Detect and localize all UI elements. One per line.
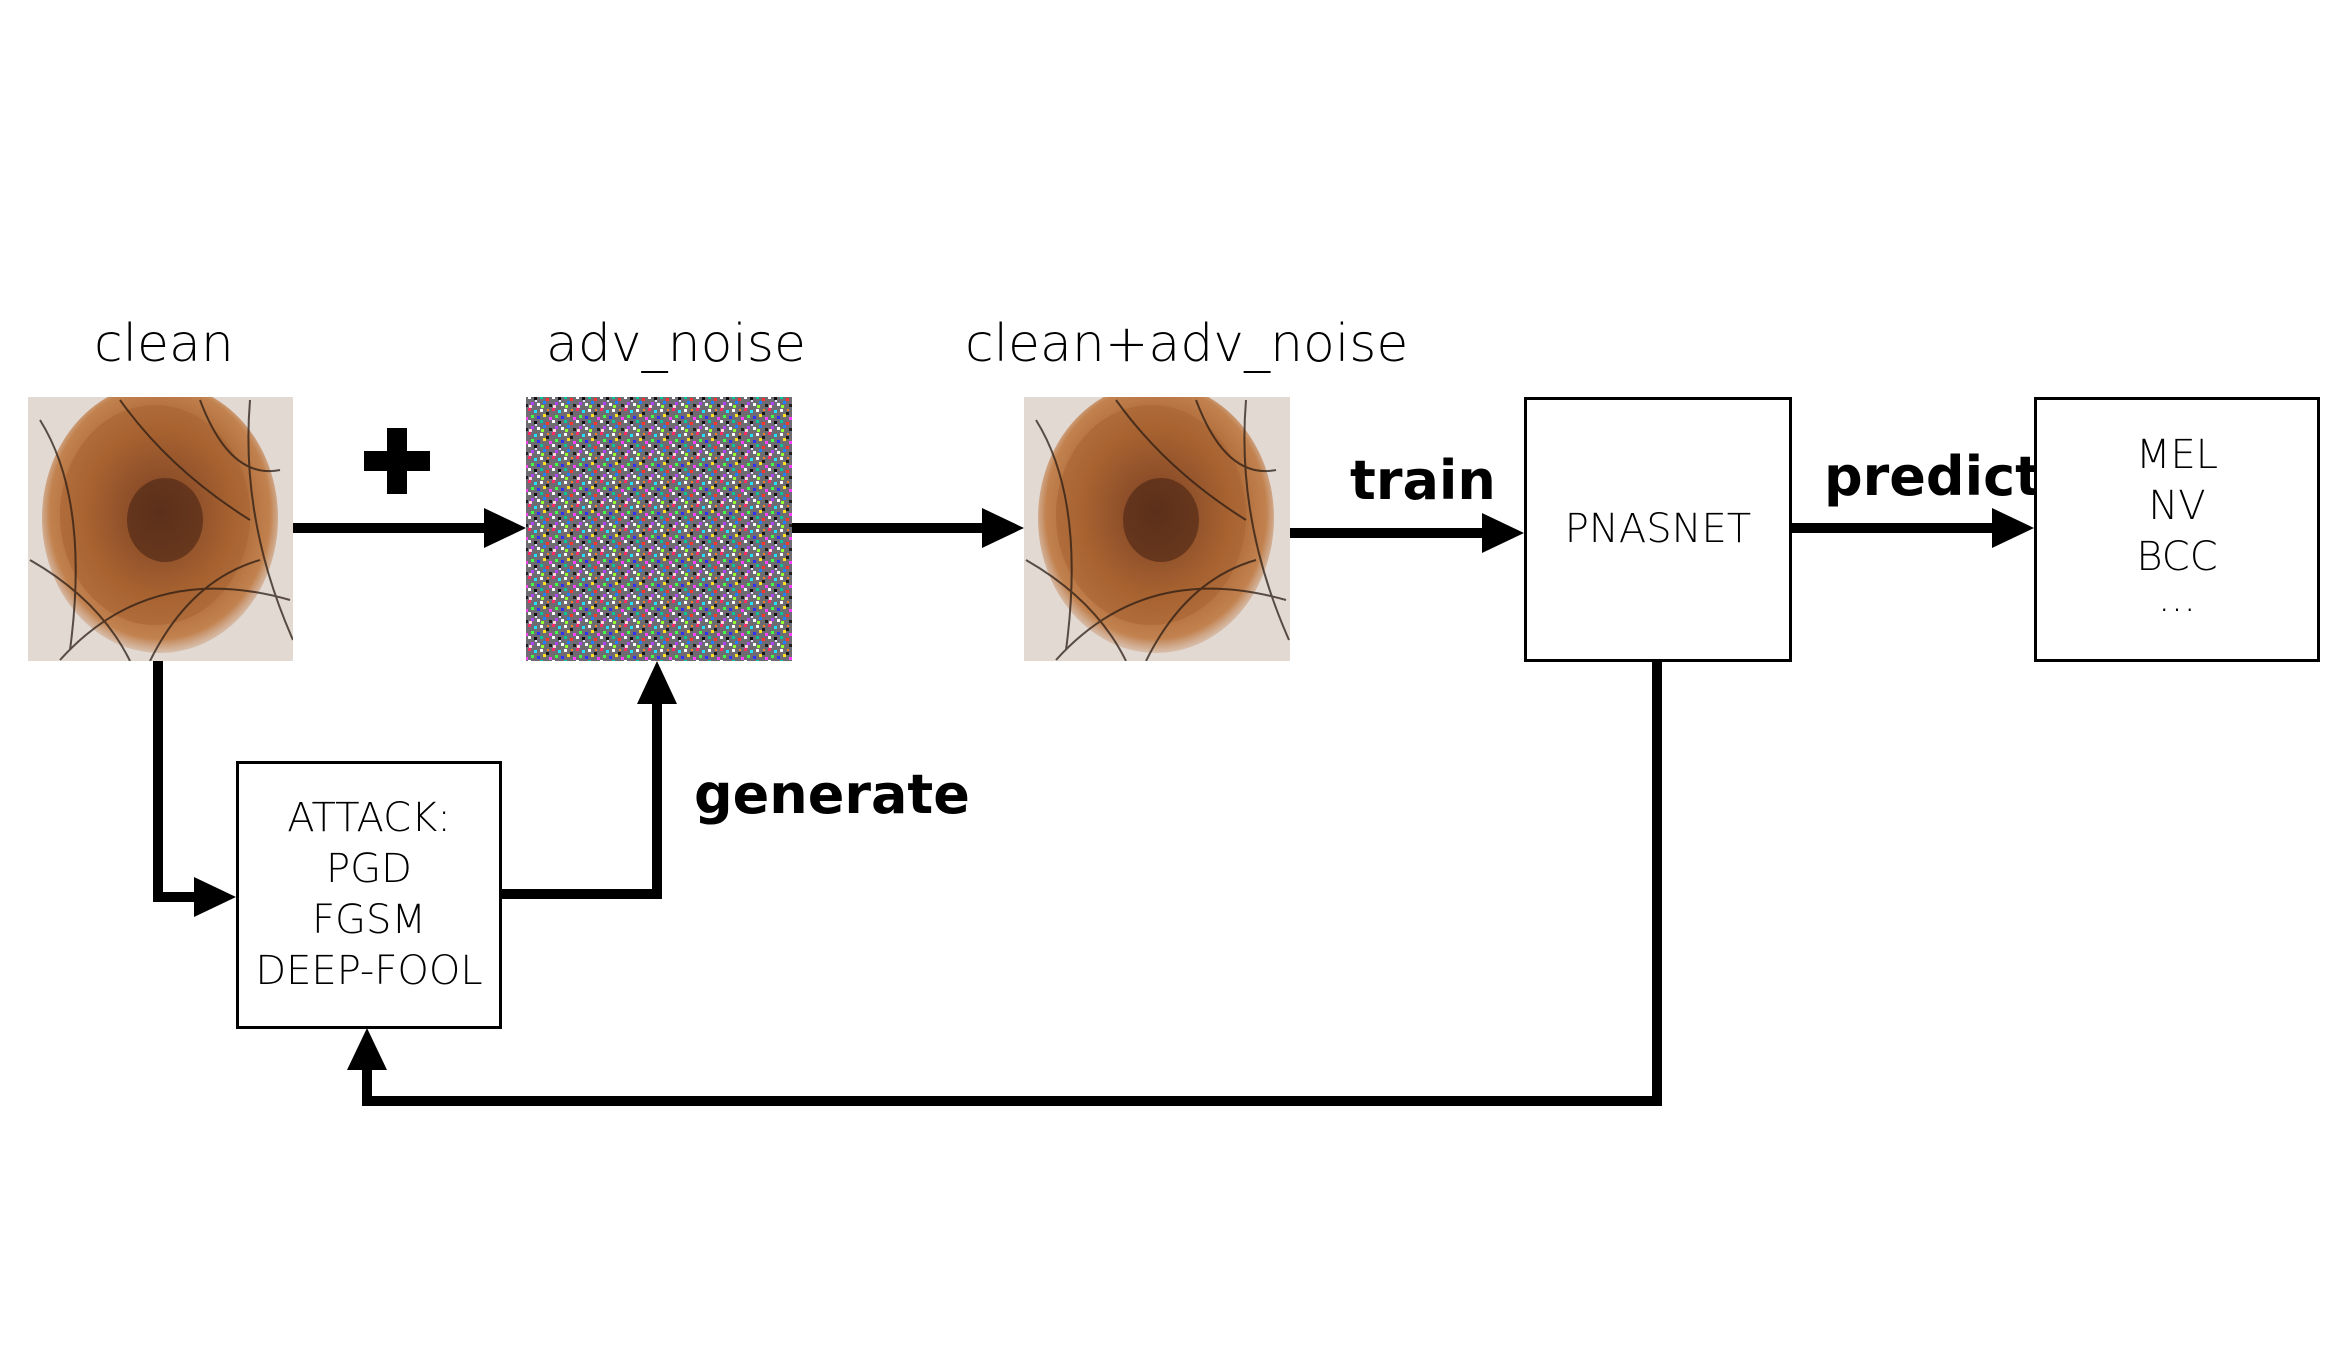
- adv-noise-label: adv_noise: [546, 314, 806, 374]
- arrow-clean-to-attack: [153, 661, 196, 902]
- output-class: NV: [2148, 483, 2206, 529]
- output-class: MEL: [2135, 432, 2219, 478]
- arrowhead: [1992, 508, 2034, 548]
- clean-skin-image: [28, 397, 293, 661]
- clean-plus-noise-label: clean+adv_noise: [965, 314, 1409, 374]
- output-class: BCC: [2136, 534, 2218, 580]
- attack-line: PGD: [326, 846, 412, 892]
- output-box: MEL NV BCC ...: [2034, 397, 2320, 662]
- arrowhead: [484, 508, 526, 548]
- arrowhead: [194, 877, 236, 917]
- adv-noise-image: [526, 397, 792, 661]
- arrowhead: [982, 508, 1024, 548]
- predict-label: predict: [1824, 445, 2041, 508]
- attack-box: ATTACK: PGD FGSM DEEP-FOOL: [236, 761, 502, 1029]
- attack-line: FGSM: [312, 897, 426, 943]
- arrowhead: [637, 661, 677, 704]
- plus-icon: [364, 428, 430, 494]
- attack-line: DEEP-FOOL: [255, 948, 483, 994]
- output-class: ...: [2157, 575, 2197, 621]
- arrowhead: [1482, 513, 1524, 553]
- arrow-feedback: [362, 661, 1662, 1106]
- attack-line: ATTACK:: [287, 795, 451, 841]
- generate-label: generate: [694, 763, 970, 826]
- model-label: PNASNET: [1564, 506, 1752, 552]
- clean-plus-noise-image: [1024, 397, 1290, 661]
- arrow-generate: [502, 702, 662, 899]
- train-label: train: [1350, 449, 1496, 512]
- arrowhead: [347, 1028, 387, 1070]
- clean-label: clean: [94, 314, 234, 374]
- model-box: PNASNET: [1524, 397, 1792, 662]
